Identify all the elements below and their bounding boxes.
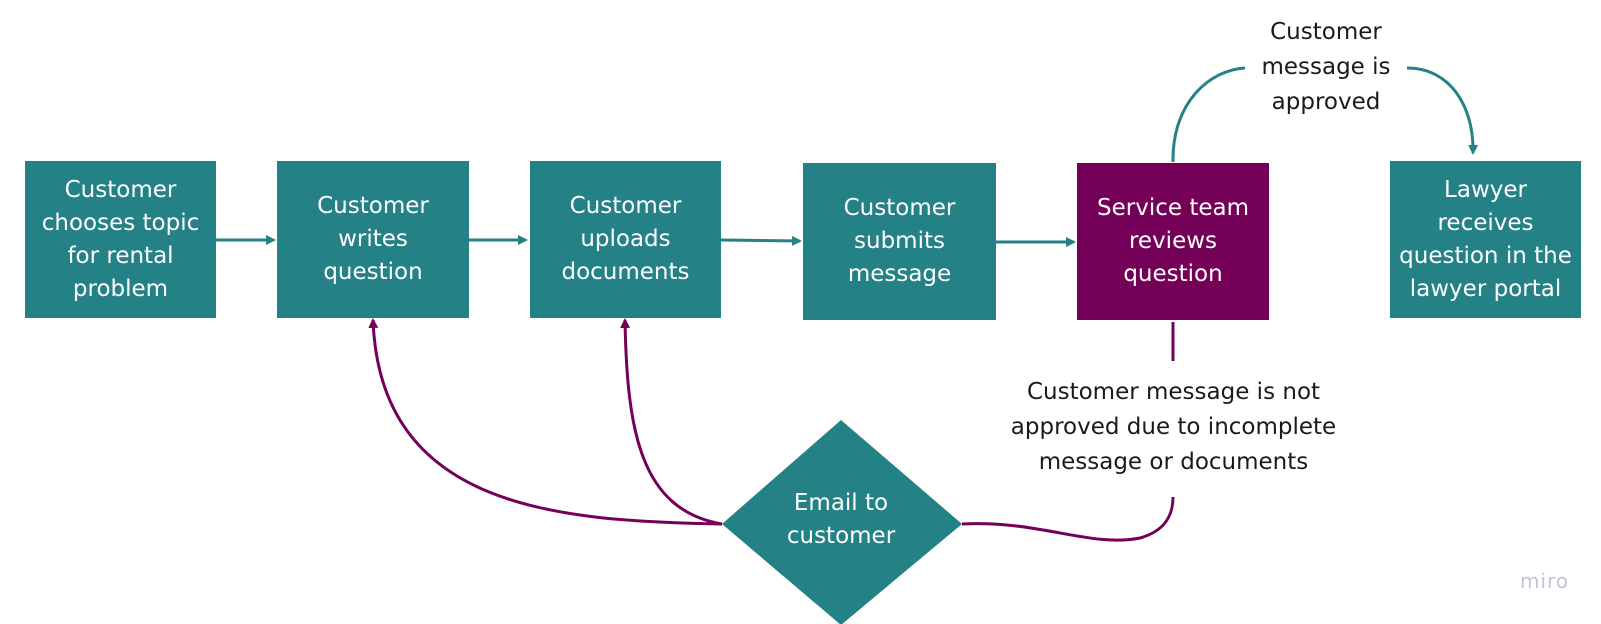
node-lawyer-receives: Lawyer receives question in the lawyer p… <box>1390 161 1581 318</box>
arrow-not-approved-bottom <box>961 496 1175 542</box>
arrow-approved-right <box>1406 66 1479 155</box>
miro-watermark: miro <box>1520 569 1570 593</box>
arrow-email-to-write <box>368 318 723 526</box>
node-email-customer: Email to customer <box>771 487 911 553</box>
node-service-review: Service team reviews question <box>1077 163 1269 320</box>
node-email-customer-text: Email to customer <box>786 490 896 549</box>
node-submit-message-text: Customer submits message <box>843 195 956 287</box>
node-write-question-text: Customer writes question <box>317 193 429 285</box>
label-approved: Customer message is approved <box>1245 15 1407 120</box>
node-service-review-text: Service team reviews question <box>1097 195 1249 287</box>
arrow-approved-left <box>1171 66 1246 163</box>
arrow-email-to-upload <box>620 318 723 526</box>
label-approved-text: Customer message is approved <box>1261 19 1391 115</box>
label-not-approved-text: Customer message is not approved due to … <box>1010 379 1337 475</box>
node-choose-topic-text: Customer chooses topic for rental proble… <box>41 176 200 302</box>
label-not-approved: Customer message is not approved due to … <box>1003 375 1344 480</box>
arrow-upload-to-submit <box>720 235 802 246</box>
node-write-question: Customer writes question <box>277 161 469 318</box>
email-customer-diamond <box>722 420 962 624</box>
node-lawyer-receives-text: Lawyer receives question in the lawyer p… <box>1399 176 1572 302</box>
node-submit-message: Customer submits message <box>803 163 996 320</box>
node-choose-topic: Customer chooses topic for rental proble… <box>25 161 216 318</box>
node-upload-documents-text: Customer uploads documents <box>561 193 690 285</box>
node-upload-documents: Customer uploads documents <box>530 161 721 318</box>
